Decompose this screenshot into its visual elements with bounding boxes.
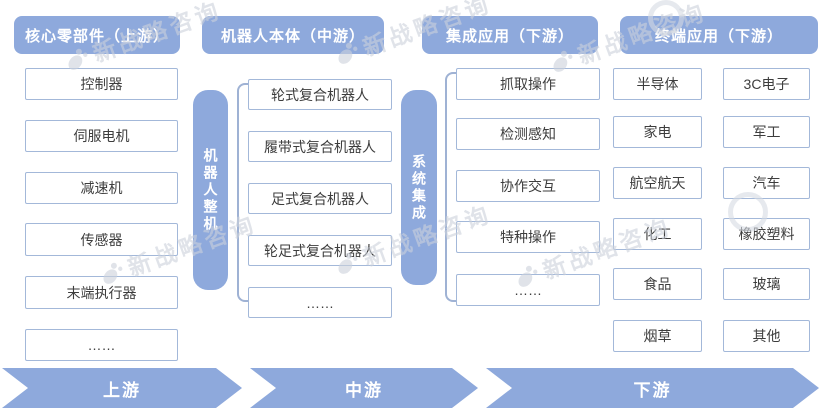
flow-arrow-downstream: 下游 [486,368,819,408]
robot-item-wheeled: 轮式复合机器人 [248,79,392,110]
terminal-item-automotive: 汽车 [723,167,810,199]
robot-item-ellipsis: …… [248,287,392,318]
side-label-system-integration: 系统集成 [401,90,437,285]
terminal-item-semiconductor: 半导体 [613,68,702,100]
terminal-item-glass: 玻璃 [723,268,810,300]
header-terminal-apps: 终端应用（下游） [620,16,818,54]
upstream-item-ellipsis: …… [25,329,178,361]
terminal-item-food: 食品 [613,268,702,300]
upstream-item-servo-motor: 伺服电机 [25,120,178,152]
upstream-item-reducer: 减速机 [25,172,178,204]
integration-item-ellipsis: …… [456,274,600,306]
header-robot-body: 机器人本体（中游） [202,16,384,54]
upstream-item-end-effector: 末端执行器 [25,276,178,309]
terminal-item-military: 军工 [723,116,810,148]
flow-arrow-midstream: 中游 [250,368,478,408]
terminal-item-rubber-plastic: 橡胶塑料 [723,218,810,250]
upstream-item-controller: 控制器 [25,68,178,100]
terminal-item-appliances: 家电 [613,116,702,148]
integration-item-collab: 协作交互 [456,170,600,202]
integration-item-grasping: 抓取操作 [456,68,600,100]
terminal-item-aerospace: 航空航天 [613,167,702,199]
integration-item-special: 特种操作 [456,221,600,253]
terminal-item-tobacco: 烟草 [613,320,702,352]
upstream-item-sensor: 传感器 [25,223,178,256]
integration-item-detection: 检测感知 [456,118,600,150]
side-label-robot-machine: 机器人整机 [193,90,228,290]
terminal-item-other: 其他 [723,320,810,352]
robot-item-wheel-legged: 轮足式复合机器人 [248,235,392,266]
header-integrated-apps: 集成应用（下游） [422,16,598,54]
flow-arrow-upstream: 上游 [2,368,242,408]
terminal-item-chemical: 化工 [613,218,702,250]
robot-item-legged: 足式复合机器人 [248,183,392,214]
robot-item-tracked: 履带式复合机器人 [248,131,392,162]
bracket-robot-body [237,83,248,302]
bracket-integration [445,72,456,302]
terminal-item-3c: 3C电子 [723,68,810,100]
header-core-components: 核心零部件（上游） [14,16,180,54]
